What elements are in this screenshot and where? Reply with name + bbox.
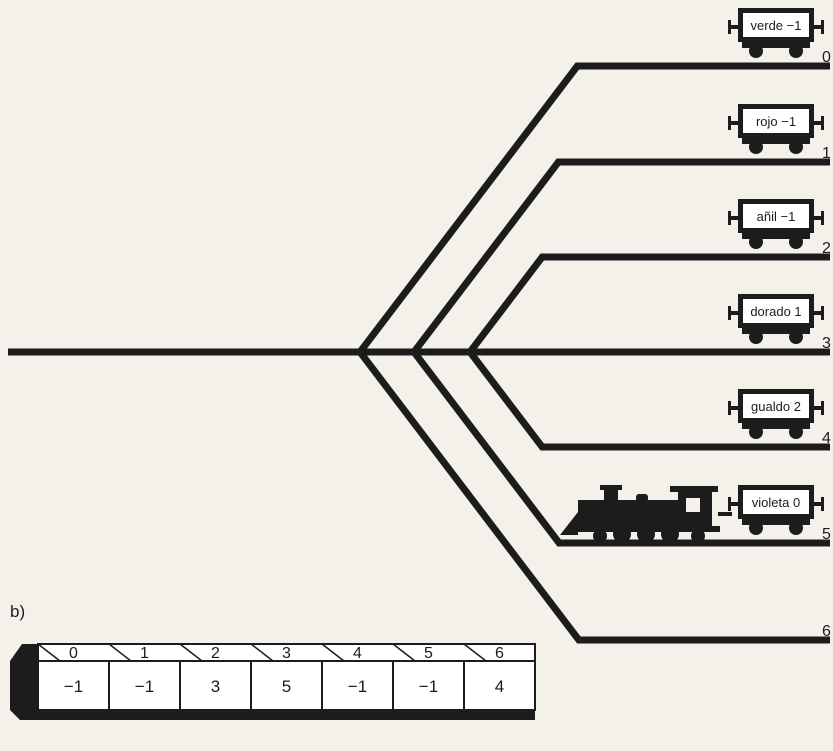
wagon: verde −1	[728, 8, 824, 58]
track-number-2: 2	[822, 240, 831, 257]
track-number-3: 3	[822, 335, 831, 352]
wagon: dorado 1	[728, 294, 824, 344]
boiler-shape	[578, 500, 678, 528]
wagon-coupler	[814, 216, 822, 220]
wagon-coupler	[814, 502, 822, 506]
section-b-label: b)	[10, 602, 25, 621]
wagon-coupler	[814, 311, 822, 315]
array-bottom-face	[20, 710, 535, 720]
wagon-buffer	[821, 211, 824, 225]
wagon-buffer	[728, 401, 731, 415]
array-value: −1	[419, 677, 438, 696]
wagon-buffer	[728, 211, 731, 225]
track-number-0: 0	[822, 49, 831, 66]
array-index: 1	[140, 645, 149, 662]
dome-shape	[636, 494, 648, 502]
smokestack-shape	[604, 488, 618, 502]
wagon-coupler	[814, 25, 822, 29]
loco-wheel	[613, 525, 631, 543]
wagon-coupler	[730, 311, 738, 315]
wagon-buffer	[728, 20, 731, 34]
wagon-wheel	[789, 425, 803, 439]
array-index: 4	[353, 645, 362, 662]
locomotive	[560, 485, 732, 543]
track-number-1: 1	[822, 145, 831, 162]
array-value: 3	[211, 677, 220, 696]
wagon-buffer	[821, 306, 824, 320]
wagon-buffer	[728, 116, 731, 130]
wagon-wheel	[749, 44, 763, 58]
wagon-buffer	[821, 401, 824, 415]
wagon-coupler	[814, 406, 822, 410]
array-value: −1	[64, 677, 83, 696]
cab-window-shape	[686, 498, 700, 512]
wagon: rojo −1	[728, 104, 824, 154]
array-value: 4	[495, 677, 504, 696]
array-value: −1	[348, 677, 367, 696]
wagon-label: dorado 1	[750, 304, 801, 319]
wagon-wheel	[789, 330, 803, 344]
wagon-label: verde −1	[751, 18, 802, 33]
array-box: 0 −1 1 −1 2 3 3 5 4 −1 5 −1 6 4	[10, 644, 535, 720]
wagon-wheel	[789, 521, 803, 535]
array-index: 0	[69, 645, 78, 662]
wagon-coupler	[814, 121, 822, 125]
wagon-coupler	[730, 502, 738, 506]
wagon-coupler	[730, 25, 738, 29]
wagon-coupler	[730, 121, 738, 125]
wagon-label: rojo −1	[756, 114, 796, 129]
cab-roof-shape	[670, 486, 718, 492]
wagon-wheel	[749, 425, 763, 439]
track-number-6: 6	[822, 623, 831, 640]
wagon-wheel	[749, 521, 763, 535]
array-index: 3	[282, 645, 291, 662]
wagon: violeta 0	[728, 485, 824, 535]
loco-wheel	[593, 529, 607, 543]
wagon-wheel	[749, 330, 763, 344]
wagon-wheel	[789, 235, 803, 249]
wagon-wheel	[749, 235, 763, 249]
wagon-label: violeta 0	[752, 495, 800, 510]
wagon-coupler	[730, 406, 738, 410]
wagon-buffer	[821, 20, 824, 34]
smokestack-top-shape	[600, 485, 622, 490]
wagon: gualdo 2	[728, 389, 824, 439]
loco-coupler	[718, 512, 732, 516]
wagon-wheel	[789, 140, 803, 154]
track-network	[8, 66, 830, 640]
array-index: 6	[495, 645, 504, 662]
wagon-wheel	[749, 140, 763, 154]
array-value: 5	[282, 677, 291, 696]
wagon-wheel	[789, 44, 803, 58]
array-index: 2	[211, 645, 220, 662]
wagon-label: añil −1	[757, 209, 796, 224]
wagon-buffer	[821, 497, 824, 511]
wagon-label: gualdo 2	[751, 399, 801, 414]
array-index: 5	[424, 645, 433, 662]
wagon-coupler	[730, 216, 738, 220]
wagon-buffer	[728, 497, 731, 511]
loco-wheel	[637, 525, 655, 543]
array-value: −1	[135, 677, 154, 696]
loco-wheel	[691, 529, 705, 543]
loco-wheel	[661, 525, 679, 543]
wagon-buffer	[821, 116, 824, 130]
wagon-buffer	[728, 306, 731, 320]
track-number-4: 4	[822, 430, 831, 447]
array-side-face	[10, 644, 38, 720]
wagon: añil −1	[728, 199, 824, 249]
track-number-5: 5	[822, 526, 831, 543]
